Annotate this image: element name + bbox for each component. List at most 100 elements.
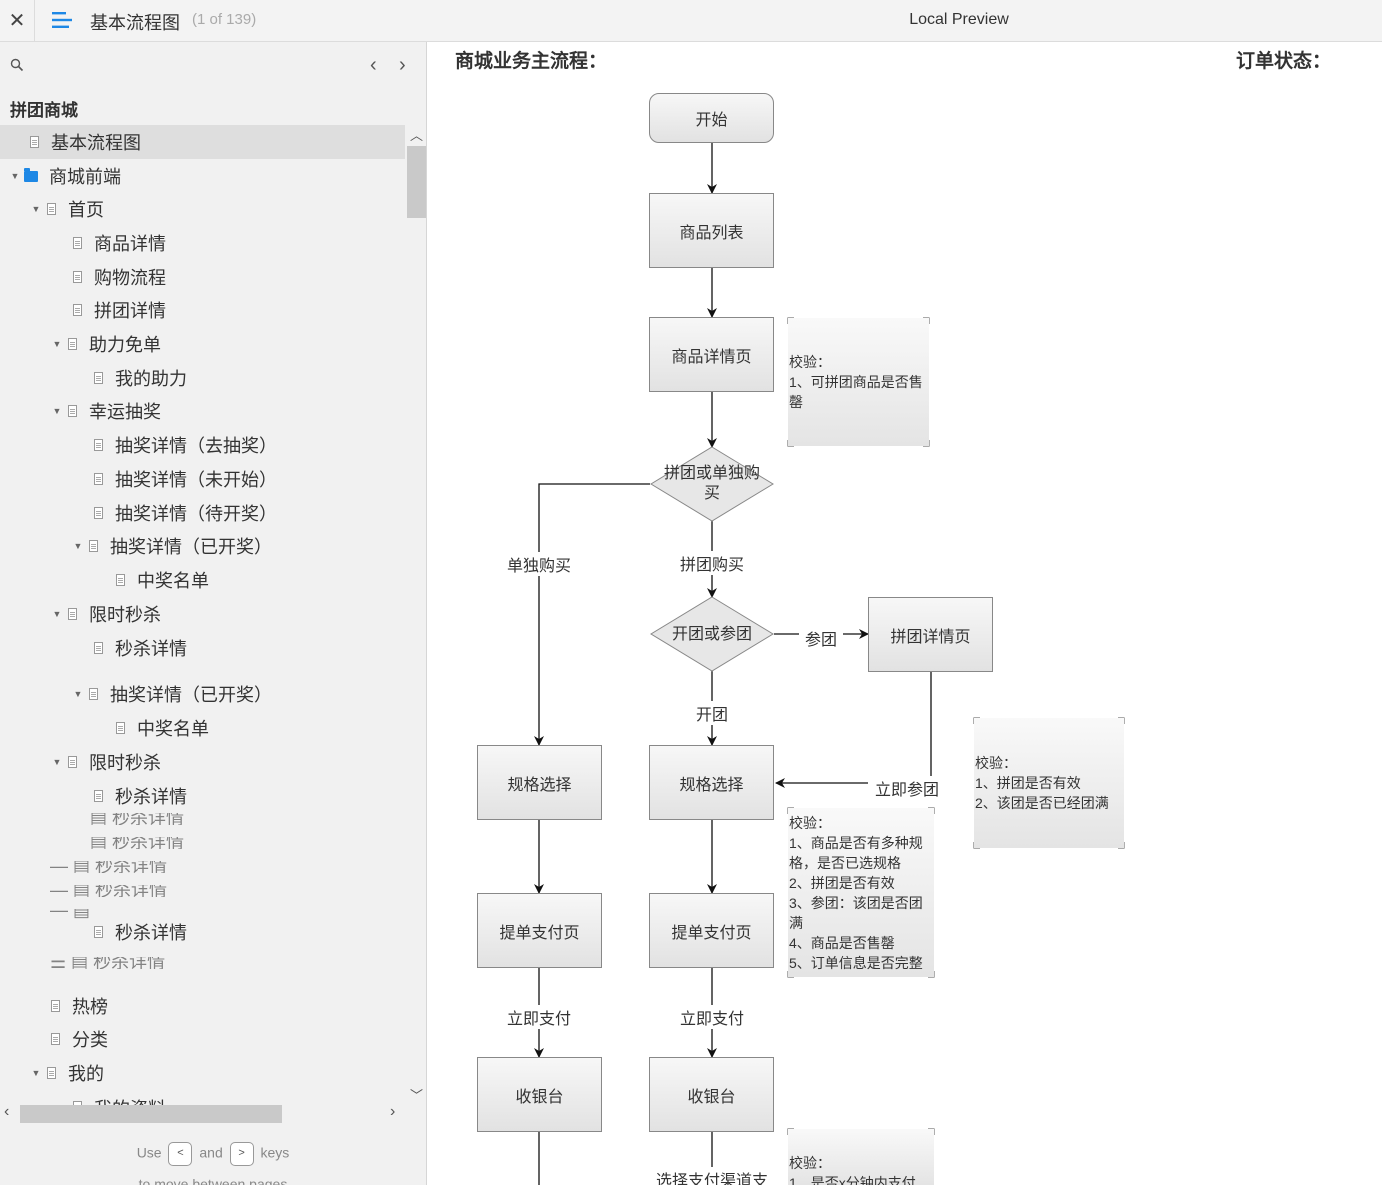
tree-item[interactable]: ▼助力免单 <box>52 335 161 355</box>
order-page-left-node: 提单支付页 <box>477 893 602 968</box>
validation-note: 校验： 1、可拼团商品是否售罄 <box>788 318 929 446</box>
tree-item[interactable]: ▼商城前端 <box>10 167 121 187</box>
page-icon <box>116 722 125 734</box>
tree-item[interactable]: 商品详情 <box>0 226 405 260</box>
page-icon <box>51 1000 60 1012</box>
tree-item[interactable]: 热榜 <box>0 989 405 1023</box>
expand-arrow-icon[interactable]: ▼ <box>73 689 83 699</box>
ghost-row: — ▤ 秒杀详情 <box>50 885 168 897</box>
cashier-mid-node: 收银台 <box>649 1057 774 1132</box>
tree-item[interactable]: 我的助力 <box>0 361 405 395</box>
expand-arrow-icon[interactable]: ▼ <box>31 1068 41 1078</box>
page-icon <box>94 473 103 485</box>
page-icon <box>94 507 103 519</box>
page-icon <box>94 926 103 938</box>
expand-arrow-icon[interactable]: ▼ <box>52 406 62 416</box>
tree-item[interactable]: 拼团详情 <box>0 293 405 327</box>
spec-select-left-node: 规格选择 <box>477 745 602 820</box>
validation-note: 校验： 1、商品是否有多种规格，是否已选规格 2、拼团是否有效 3、参团：该团是… <box>788 808 934 977</box>
tree-item[interactable]: ▼限时秒杀 <box>52 753 161 773</box>
tree-item[interactable]: 中奖名单 <box>0 563 405 597</box>
page-icon <box>68 405 77 417</box>
expand-arrow-icon[interactable]: ▼ <box>73 541 83 551</box>
page-icon <box>73 237 82 249</box>
page-tree: 基本流程图 ▼商城前端 ▼首页 商品详情 购物流程 拼团详情 ▼助力免单 我的助… <box>0 125 405 1111</box>
tree-item[interactable]: 秒杀详情 <box>0 915 405 949</box>
page-counter: (1 of 139) <box>192 11 257 28</box>
page-icon <box>116 574 125 586</box>
tree-item[interactable]: 抽奖详情（未开始） <box>0 462 405 496</box>
tree-item[interactable]: ▼抽奖详情（已开奖） <box>73 537 272 557</box>
spec-select-mid-node: 规格选择 <box>649 745 774 820</box>
decision-diamond <box>650 596 774 672</box>
keyboard-hint: Use < and > keys <box>0 1142 426 1166</box>
page-icon <box>94 439 103 451</box>
expand-arrow-icon[interactable]: ▼ <box>52 339 62 349</box>
start-node: 开始 <box>649 93 774 143</box>
scroll-left-icon[interactable]: ‹ <box>4 1103 10 1120</box>
prev-page-icon[interactable]: ‹ <box>370 54 377 76</box>
tree-item[interactable]: 抽奖详情（去抽奖） <box>0 428 405 462</box>
tree-item[interactable]: 购物流程 <box>0 260 405 294</box>
ghost-row: — ▤ <box>50 909 91 920</box>
vertical-scrollbar-thumb[interactable] <box>407 146 426 218</box>
page-icon <box>68 756 77 768</box>
expand-arrow-icon[interactable]: ▼ <box>10 171 20 181</box>
validation-note: 校验： 1、拼团是否有效 2、该团是否已经团满 <box>974 718 1124 848</box>
page-title: 基本流程图 <box>90 13 180 33</box>
close-icon: ✕ <box>8 10 26 32</box>
top-bar: ✕ 基本流程图 (1 of 139) Local Preview <box>0 0 1382 42</box>
tree-item[interactable]: 抽奖详情（待开奖） <box>0 496 405 530</box>
tree-item[interactable]: ▼我的 <box>31 1064 104 1084</box>
page-icon <box>73 271 82 283</box>
page-icon <box>89 540 98 552</box>
tree-item[interactable]: 秒杀详情 <box>0 779 405 813</box>
scroll-up-icon[interactable]: ︿ <box>410 128 424 143</box>
horizontal-scrollbar-thumb[interactable] <box>20 1105 282 1123</box>
ghost-row: ▤ 秒杀详情 <box>90 813 185 825</box>
page-icon <box>68 338 77 350</box>
expand-arrow-icon[interactable]: ▼ <box>31 204 41 214</box>
edge-label-choose-channel: 选择支付渠道支 <box>652 1167 772 1185</box>
cashier-left-node: 收银台 <box>477 1057 602 1132</box>
ghost-row: ☰ ▤ 秒杀详情 <box>50 957 166 969</box>
group-or-single-decision: 拼团或单独购买 <box>663 465 760 502</box>
next-page-icon[interactable]: › <box>399 54 406 76</box>
project-title: 拼团商城 <box>10 101 78 120</box>
edge-label-single-buy: 单独购买 <box>504 552 574 576</box>
expand-arrow-icon[interactable]: ▼ <box>52 609 62 619</box>
tree-item[interactable]: 中奖名单 <box>0 711 405 745</box>
product-detail-node: 商品详情页 <box>649 317 774 392</box>
tree-item[interactable]: 分类 <box>0 1022 405 1056</box>
scroll-right-icon[interactable]: › <box>390 1103 396 1120</box>
header-order-status: 订单状态： <box>1236 51 1332 72</box>
menu-button[interactable] <box>50 8 74 32</box>
left-key-icon: < <box>168 1142 193 1166</box>
close-button[interactable]: ✕ <box>0 0 35 41</box>
folder-icon <box>24 167 38 182</box>
vertical-scrollbar[interactable] <box>406 125 426 1111</box>
page-icon <box>94 642 103 654</box>
tree-item[interactable]: ▼抽奖详情（已开奖） <box>73 685 272 705</box>
page-icon <box>47 1067 56 1079</box>
page-icon <box>89 688 98 700</box>
tree-item[interactable]: 秒杀详情 <box>0 631 405 665</box>
tree-item[interactable]: 基本流程图 <box>0 125 405 159</box>
open-or-join-decision: 开团或参团 <box>671 626 752 643</box>
ghost-row: — ▤ 秒杀详情 <box>50 861 168 873</box>
tree-item[interactable]: ▼幸运抽奖 <box>52 402 161 422</box>
search-icon[interactable] <box>10 58 24 72</box>
expand-arrow-icon[interactable]: ▼ <box>52 757 62 767</box>
page-icon <box>73 304 82 316</box>
page-icon <box>47 203 56 215</box>
tree-item[interactable]: ▼限时秒杀 <box>52 605 161 625</box>
scroll-down-icon[interactable]: ﹀ <box>410 1088 424 1103</box>
menu-icon <box>52 12 72 28</box>
tree-item[interactable]: ▼首页 <box>31 200 104 220</box>
edge-label-join: 参团 <box>799 626 843 650</box>
group-detail-node: 拼团详情页 <box>868 597 993 672</box>
sidebar: ‹ › 拼团商城 基本流程图 ▼商城前端 ▼首页 商品详情 购物流程 拼团详情 … <box>0 42 427 1185</box>
page-icon <box>94 372 103 384</box>
page-icon <box>94 790 103 802</box>
product-list-node: 商品列表 <box>649 193 774 268</box>
